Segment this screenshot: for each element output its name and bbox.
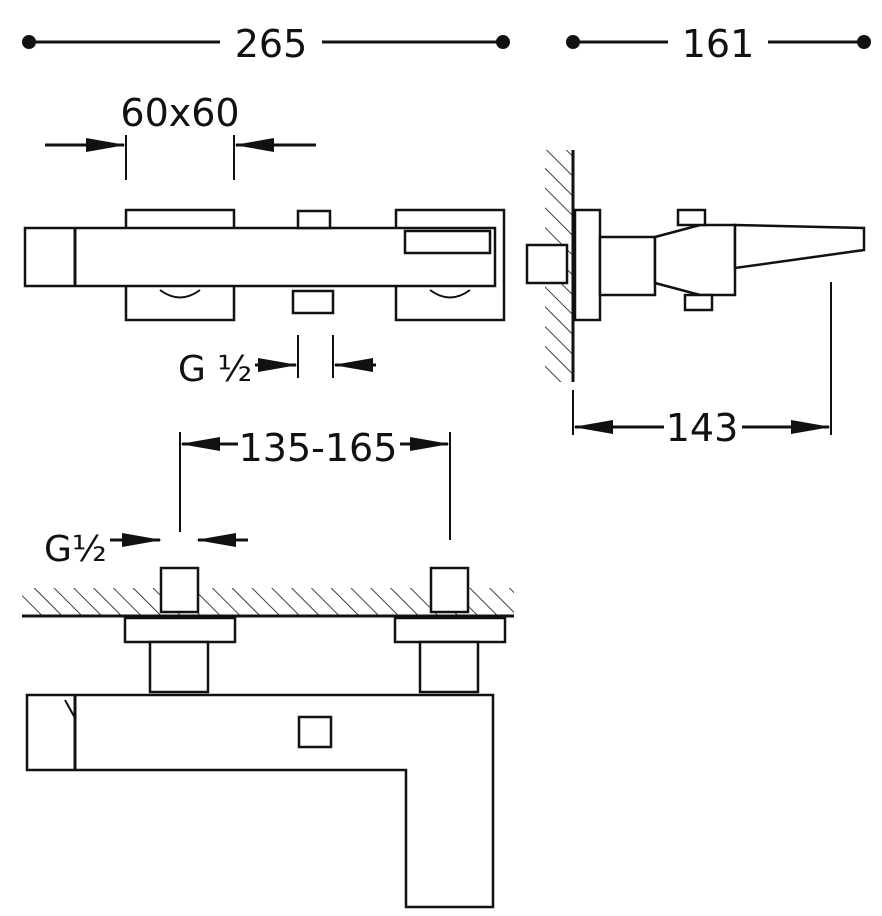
- dimension-projection: 143: [572, 282, 832, 450]
- side-view: [525, 150, 866, 382]
- dimension-handle-size-label: 60x60: [120, 91, 239, 135]
- dimension-depth-label: 161: [682, 22, 755, 66]
- dimension-total-width-label: 265: [235, 22, 308, 66]
- dimension-handle-size: 60x60: [45, 91, 316, 180]
- dimension-projection-label: 143: [666, 406, 739, 450]
- top-view: [22, 566, 514, 909]
- front-view: [23, 208, 506, 322]
- thread-bottom-view-label: G½: [44, 529, 107, 570]
- thread-top-view-label: G ½: [178, 349, 252, 390]
- dimension-total-width: 265: [22, 22, 510, 66]
- dimension-inlet-centers: 135-165: [179, 426, 451, 540]
- dimension-inlet-centers-label: 135-165: [239, 426, 398, 470]
- thread-top-view: G ½: [178, 335, 376, 390]
- thread-bottom-view: G½: [44, 529, 248, 570]
- dimension-depth: 161: [566, 22, 871, 66]
